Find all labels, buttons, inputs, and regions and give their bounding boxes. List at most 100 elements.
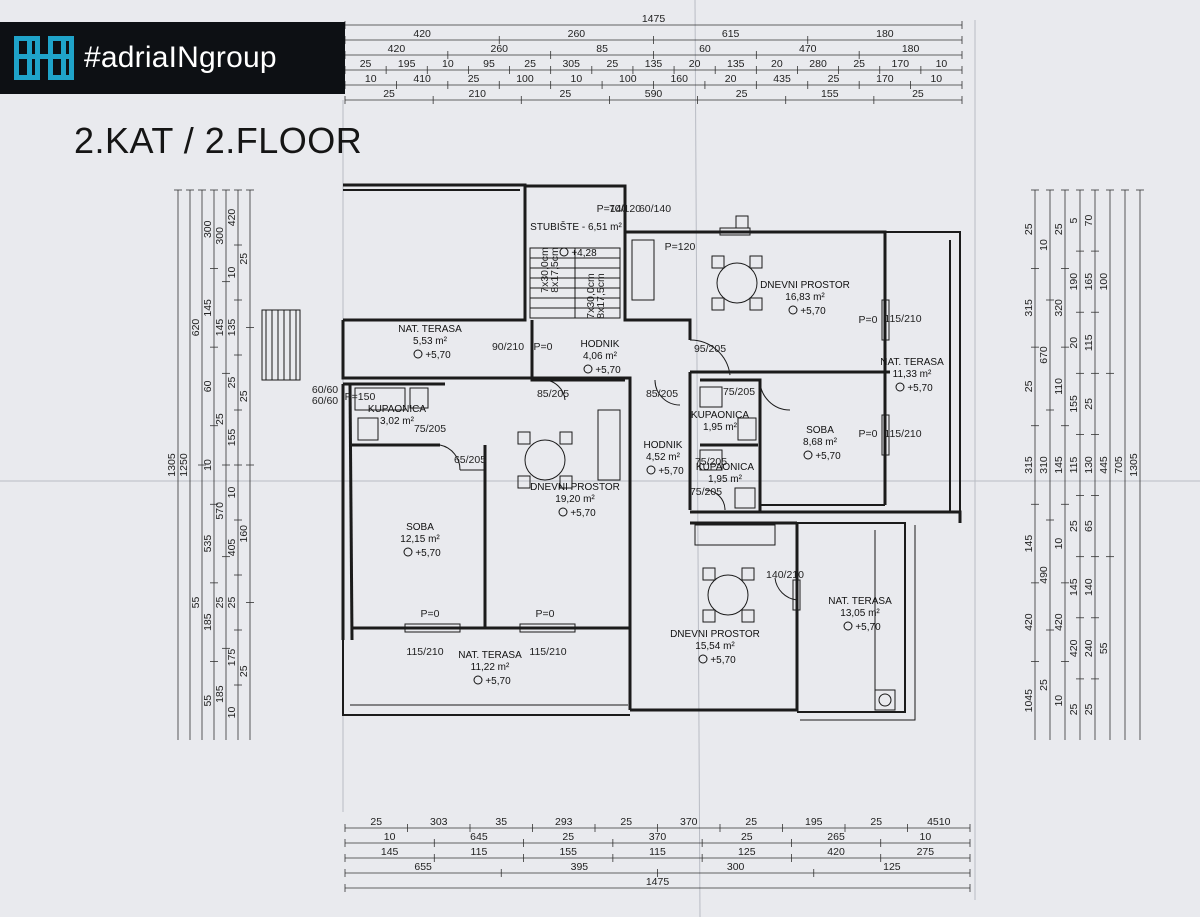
dim-top-label: 20 bbox=[725, 73, 737, 85]
dim-top-label: 470 bbox=[799, 43, 817, 55]
dim-left-label: 175 bbox=[226, 649, 238, 667]
dim-top-label: 410 bbox=[413, 73, 431, 85]
dim-bottom-label: 125 bbox=[883, 861, 901, 873]
opening-label: 75/205 bbox=[690, 486, 722, 498]
dim-top-label: 10 bbox=[930, 73, 942, 85]
dim-left-label: 1250 bbox=[178, 453, 190, 477]
dim-top-label: 160 bbox=[670, 73, 688, 85]
dim-top-label: 260 bbox=[568, 28, 586, 40]
dim-bottom-label: 25 bbox=[370, 816, 382, 828]
dim-left-label: 10 bbox=[226, 707, 238, 719]
level-marker-icon bbox=[698, 654, 708, 664]
dim-bottom-label: 370 bbox=[649, 831, 667, 843]
dim-top-label: 25 bbox=[736, 88, 748, 100]
dim-right-label: 145 bbox=[1053, 456, 1065, 474]
dim-bottom-label: 395 bbox=[571, 861, 589, 873]
dim-left-label: 55 bbox=[202, 695, 214, 707]
dim-top-label: 210 bbox=[468, 88, 486, 100]
dim-bottom-label: 275 bbox=[917, 846, 935, 858]
room-area: 12,15 m² bbox=[400, 534, 440, 545]
dim-right-label: 420 bbox=[1053, 613, 1065, 631]
dim-right-label: 25 bbox=[1053, 223, 1065, 235]
dim-right-label: 1045 bbox=[1023, 689, 1035, 713]
dim-left-label: 60 bbox=[202, 380, 214, 392]
dim-bottom-label: 645 bbox=[470, 831, 488, 843]
company-logo-banner: #adriaINgroup bbox=[0, 22, 345, 94]
room-name: SOBA bbox=[406, 522, 434, 533]
dim-left-label: 135 bbox=[226, 319, 238, 337]
dim-right-label: 25 bbox=[1068, 520, 1080, 532]
opening-label: 75/205 bbox=[723, 386, 755, 398]
dim-right-label: 165 bbox=[1083, 273, 1095, 291]
dim-right-label: 420 bbox=[1068, 639, 1080, 657]
dim-top-label: 260 bbox=[490, 43, 508, 55]
opening-label: 75/205 bbox=[414, 423, 446, 435]
dim-right-label: 20 bbox=[1068, 337, 1080, 349]
room-area: 13,05 m² bbox=[840, 608, 880, 619]
level-marker-icon bbox=[895, 382, 905, 392]
dim-right-label: 55 bbox=[1098, 642, 1110, 654]
room-area: 8,68 m² bbox=[803, 437, 838, 448]
dim-top-label: 95 bbox=[483, 58, 495, 70]
dim-bottom-label: 25 bbox=[620, 816, 632, 828]
opening-label: 7x30,0cm bbox=[585, 273, 597, 319]
dim-top-label: 1475 bbox=[642, 13, 666, 25]
dim-right-label: 25 bbox=[1083, 398, 1095, 410]
dim-bottom-label: 25 bbox=[741, 831, 753, 843]
room-level: +5,70 bbox=[425, 350, 451, 361]
room-level: +4,28 bbox=[571, 248, 597, 259]
floor-title: 2.KAT / 2.FLOOR bbox=[74, 120, 363, 161]
dim-top-label: 280 bbox=[809, 58, 827, 70]
room-area: 19,20 m² bbox=[555, 494, 595, 505]
room-name: HODNIK bbox=[581, 339, 620, 350]
room-level: +5,70 bbox=[710, 655, 736, 666]
opening-label: 8x17,5cm bbox=[595, 273, 607, 319]
room-area: 4,06 m² bbox=[583, 351, 618, 362]
dim-right-label: 1305 bbox=[1128, 453, 1140, 477]
dim-left-label: 570 bbox=[214, 502, 226, 520]
room-level: +5,70 bbox=[815, 451, 841, 462]
dim-right-label: 100 bbox=[1098, 273, 1110, 291]
level-marker-icon bbox=[788, 305, 798, 315]
dim-right-label: 65 bbox=[1083, 520, 1095, 532]
room-name: NAT. TERASA bbox=[458, 650, 522, 661]
level-marker-icon bbox=[558, 507, 568, 517]
dim-right-label: 490 bbox=[1038, 566, 1050, 584]
dim-right-label: 110 bbox=[1053, 378, 1065, 395]
dim-top-label: 60 bbox=[699, 43, 711, 55]
dim-left-label: 160 bbox=[238, 525, 250, 543]
dim-right-label: 25 bbox=[1068, 703, 1080, 715]
level-marker-icon bbox=[843, 621, 853, 631]
dim-bottom-label: 195 bbox=[805, 816, 823, 828]
dim-top-label: 10 bbox=[442, 58, 454, 70]
furniture bbox=[354, 215, 896, 711]
dim-left-label: 10 bbox=[226, 487, 238, 499]
dim-right-label: 145 bbox=[1068, 578, 1080, 596]
dim-top-label: 305 bbox=[562, 58, 580, 70]
dim-bottom-label: 10 bbox=[384, 831, 396, 843]
opening-label: 65/205 bbox=[454, 454, 486, 466]
dim-right-label: 315 bbox=[1023, 299, 1035, 317]
dim-right-label: 70 bbox=[1083, 215, 1095, 227]
dim-right-label: 10 bbox=[1053, 538, 1065, 550]
dim-top-label: 100 bbox=[516, 73, 534, 85]
dim-bottom-label: 145 bbox=[381, 846, 399, 858]
opening-label: 115/210 bbox=[529, 646, 566, 658]
level-marker-icon bbox=[646, 465, 656, 475]
room-level: +5,70 bbox=[855, 622, 881, 633]
dim-bottom-label: 115 bbox=[471, 846, 488, 858]
dim-top-label: 135 bbox=[645, 58, 663, 70]
dim-right-label: 315 bbox=[1023, 456, 1035, 474]
room-area: 1,95 m² bbox=[703, 422, 738, 433]
dim-top-label: 615 bbox=[722, 28, 740, 40]
dim-top-label: 25 bbox=[912, 88, 924, 100]
dim-left-label: 145 bbox=[202, 299, 214, 317]
opening-label: 75/205 bbox=[695, 456, 727, 468]
room-area: 16,83 m² bbox=[785, 292, 825, 303]
dim-left-label: 300 bbox=[202, 220, 214, 238]
dim-left-label: 55 bbox=[190, 597, 202, 609]
opening-label: 7x30,0cm bbox=[539, 247, 551, 293]
